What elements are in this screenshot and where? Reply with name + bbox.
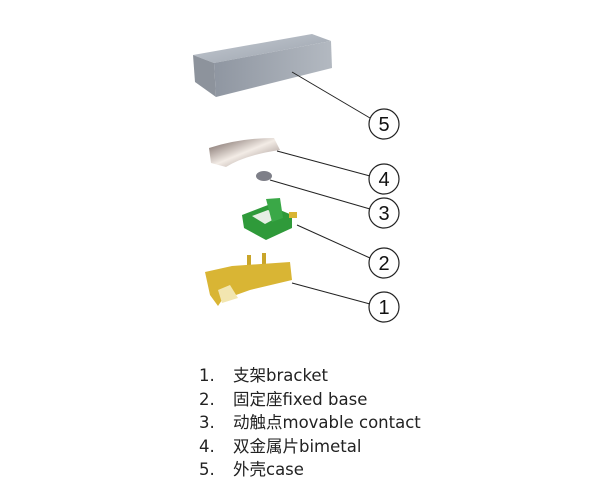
legend-cn: 外壳 xyxy=(233,460,266,480)
callout-label-1: 1 xyxy=(378,297,389,319)
callout-label-4: 4 xyxy=(378,169,389,191)
legend-en: case xyxy=(266,460,304,480)
legend-cn: 固定座 xyxy=(233,389,283,409)
leader-line-2 xyxy=(296,224,371,259)
callout-label-3: 3 xyxy=(378,203,389,225)
leader-line-4 xyxy=(276,150,371,177)
legend-item: 4. 双金属片bimetal xyxy=(199,435,421,459)
callout-label-5: 5 xyxy=(378,114,389,136)
callout-4 xyxy=(368,163,400,195)
legend-item: 2. 固定座fixed base xyxy=(199,388,421,412)
legend-number: 1. xyxy=(199,366,215,385)
callout-2 xyxy=(368,247,400,279)
leader-line-3 xyxy=(269,179,371,210)
legend-cn: 支架 xyxy=(233,366,266,385)
legend-en: movable contact xyxy=(282,413,421,433)
legend-item: 5. 外壳case xyxy=(199,458,421,482)
legend-en: bimetal xyxy=(299,436,362,456)
parts-legend: 1. 支架bracket 2. 固定座fixed base 3. 动触点movable… xyxy=(199,364,421,482)
fixed-base-part xyxy=(242,198,297,240)
legend-cn: 双金属片 xyxy=(233,436,299,456)
legend-number: 5. xyxy=(199,460,215,480)
legend-cn: 动触点 xyxy=(233,413,283,433)
callout-3 xyxy=(368,197,400,229)
legend-item: 3. 动触点movable contact xyxy=(199,411,421,435)
legend-number: 2. xyxy=(199,389,215,409)
callout-1 xyxy=(368,291,400,323)
legend-item: 1. 支架bracket xyxy=(199,364,421,388)
callout-5 xyxy=(368,108,400,140)
leader-line-1 xyxy=(291,282,371,305)
legend-number: 4. xyxy=(199,436,215,456)
bimetal-part xyxy=(209,138,280,167)
legend-en: fixed base xyxy=(282,389,368,409)
case-part xyxy=(193,34,332,97)
bracket-part xyxy=(205,253,292,306)
movable-contact-part xyxy=(256,171,272,181)
callout-label-2: 2 xyxy=(378,253,389,275)
leader-line-5 xyxy=(291,71,371,119)
legend-en: bracket xyxy=(266,366,329,385)
legend-number: 3. xyxy=(199,413,215,433)
